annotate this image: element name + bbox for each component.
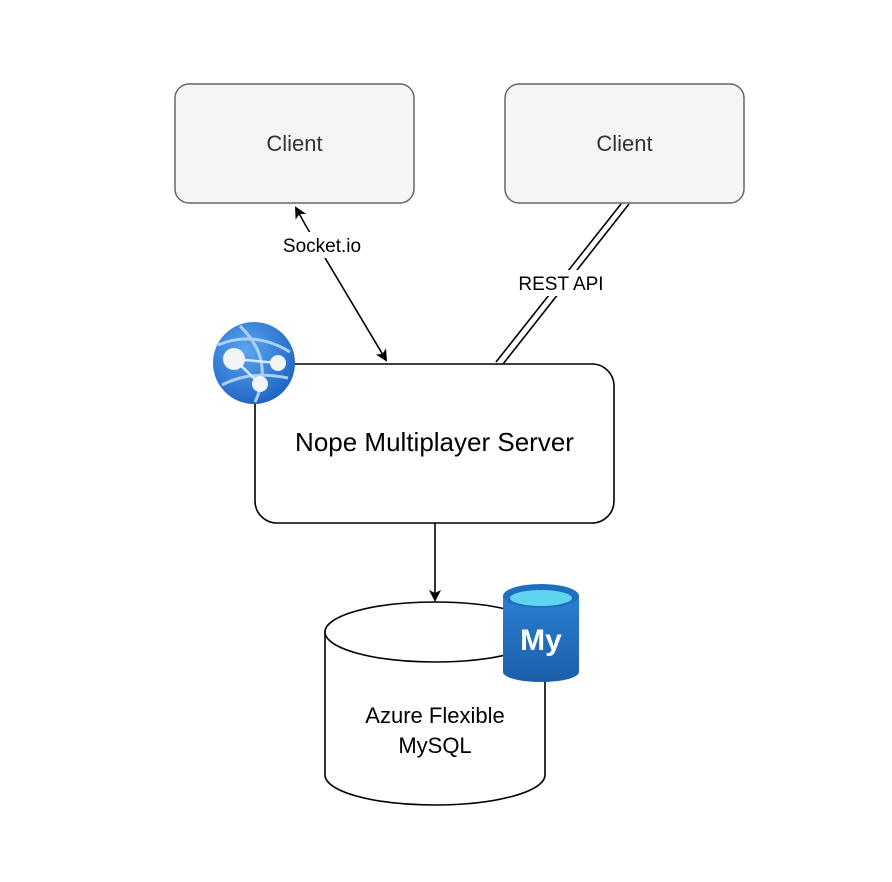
rest-api-edge: REST API — [495, 203, 630, 365]
client-right-label: Client — [596, 131, 652, 156]
database-label-line1: Azure Flexible — [365, 703, 504, 728]
mysql-database-icon: My — [503, 584, 579, 682]
server-box: Nope Multiplayer Server — [254, 363, 615, 524]
database-label-line2: MySQL — [398, 733, 471, 758]
mysql-icon-text: My — [520, 624, 562, 657]
rest-api-label: REST API — [518, 274, 603, 295]
server-label: Nope Multiplayer Server — [295, 427, 574, 457]
client-left-label: Client — [266, 131, 322, 156]
client-box-right: Client — [504, 83, 745, 204]
database-cylinder: Azure Flexible MySQL — [324, 601, 546, 806]
socket-io-edge: Socket.io — [272, 206, 388, 362]
socket-io-label: Socket.io — [283, 236, 361, 257]
azure-app-service-icon — [213, 322, 295, 404]
client-box-left: Client — [174, 83, 415, 204]
